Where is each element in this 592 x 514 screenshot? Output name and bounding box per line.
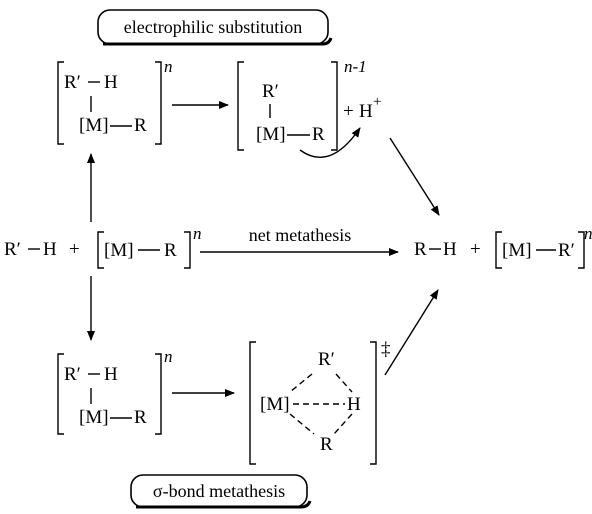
ts-h: H bbox=[347, 394, 361, 415]
net-metathesis-label: net metathesis bbox=[249, 225, 351, 245]
bottom-left-complex: R′ H [M] R n bbox=[57, 347, 173, 435]
charge-n: n bbox=[164, 57, 173, 76]
electrophilic-substitution-label: electrophilic substitution bbox=[97, 9, 333, 46]
reactant-r: R bbox=[164, 240, 177, 261]
top-right-complex: R′ [M] R n-1 + H + bbox=[237, 57, 381, 158]
ts-m: [M] bbox=[260, 394, 290, 415]
reactant-m: [M] bbox=[104, 240, 134, 261]
arrow bbox=[384, 289, 439, 376]
product-m: [M] bbox=[502, 240, 532, 261]
top-right-m: [M] bbox=[256, 124, 286, 145]
product-r: R bbox=[414, 239, 427, 260]
curved-arrow bbox=[299, 127, 361, 158]
product-rprime: R′ bbox=[558, 240, 575, 261]
top-right-r: R bbox=[312, 124, 325, 145]
proton-h: H bbox=[359, 101, 373, 122]
electrophilic-substitution-text: electrophilic substitution bbox=[124, 17, 302, 37]
ts-rprime: R′ bbox=[318, 349, 335, 370]
charge-n-minus-1: n-1 bbox=[344, 57, 367, 76]
reactant-h: H bbox=[43, 239, 57, 260]
bottom-left-m: [M] bbox=[79, 407, 109, 428]
top-left-m: [M] bbox=[79, 115, 109, 136]
bottom-left-r: R bbox=[134, 407, 147, 428]
bottom-left-h: H bbox=[104, 364, 118, 385]
arrow bbox=[389, 137, 440, 216]
top-left-rprime: R′ bbox=[64, 72, 81, 93]
plus: + bbox=[69, 239, 80, 260]
charge-n: n bbox=[584, 224, 592, 243]
partial-bond bbox=[289, 413, 315, 435]
partial-bond bbox=[333, 413, 353, 435]
top-right-rprime: R′ bbox=[262, 81, 279, 102]
products: R H + [M] R′ n bbox=[414, 224, 592, 269]
bottom-left-rprime: R′ bbox=[64, 364, 81, 385]
partial-bond bbox=[335, 373, 353, 393]
sigma-bond-metathesis-label: σ-bond metathesis bbox=[130, 474, 312, 509]
product-h: H bbox=[443, 239, 457, 260]
proton-charge: + bbox=[373, 94, 381, 110]
top-left-h: H bbox=[104, 72, 118, 93]
plus: + bbox=[343, 101, 354, 122]
sigma-bond-metathesis-text: σ-bond metathesis bbox=[153, 481, 285, 501]
charge-n: n bbox=[164, 347, 173, 366]
top-left-r: R bbox=[134, 115, 147, 136]
top-left-complex: R′ H [M] R n bbox=[57, 57, 173, 145]
plus: + bbox=[470, 239, 481, 260]
partial-bond bbox=[289, 373, 313, 393]
transition-state: R′ [M] H R ‡ bbox=[249, 339, 391, 465]
charge-n: n bbox=[193, 224, 202, 243]
transition-state-dagger: ‡ bbox=[381, 339, 391, 360]
reactant-rprime: R′ bbox=[4, 239, 21, 260]
reactants: R′ H + [M] R n bbox=[4, 224, 202, 269]
ts-r: R bbox=[320, 434, 333, 455]
